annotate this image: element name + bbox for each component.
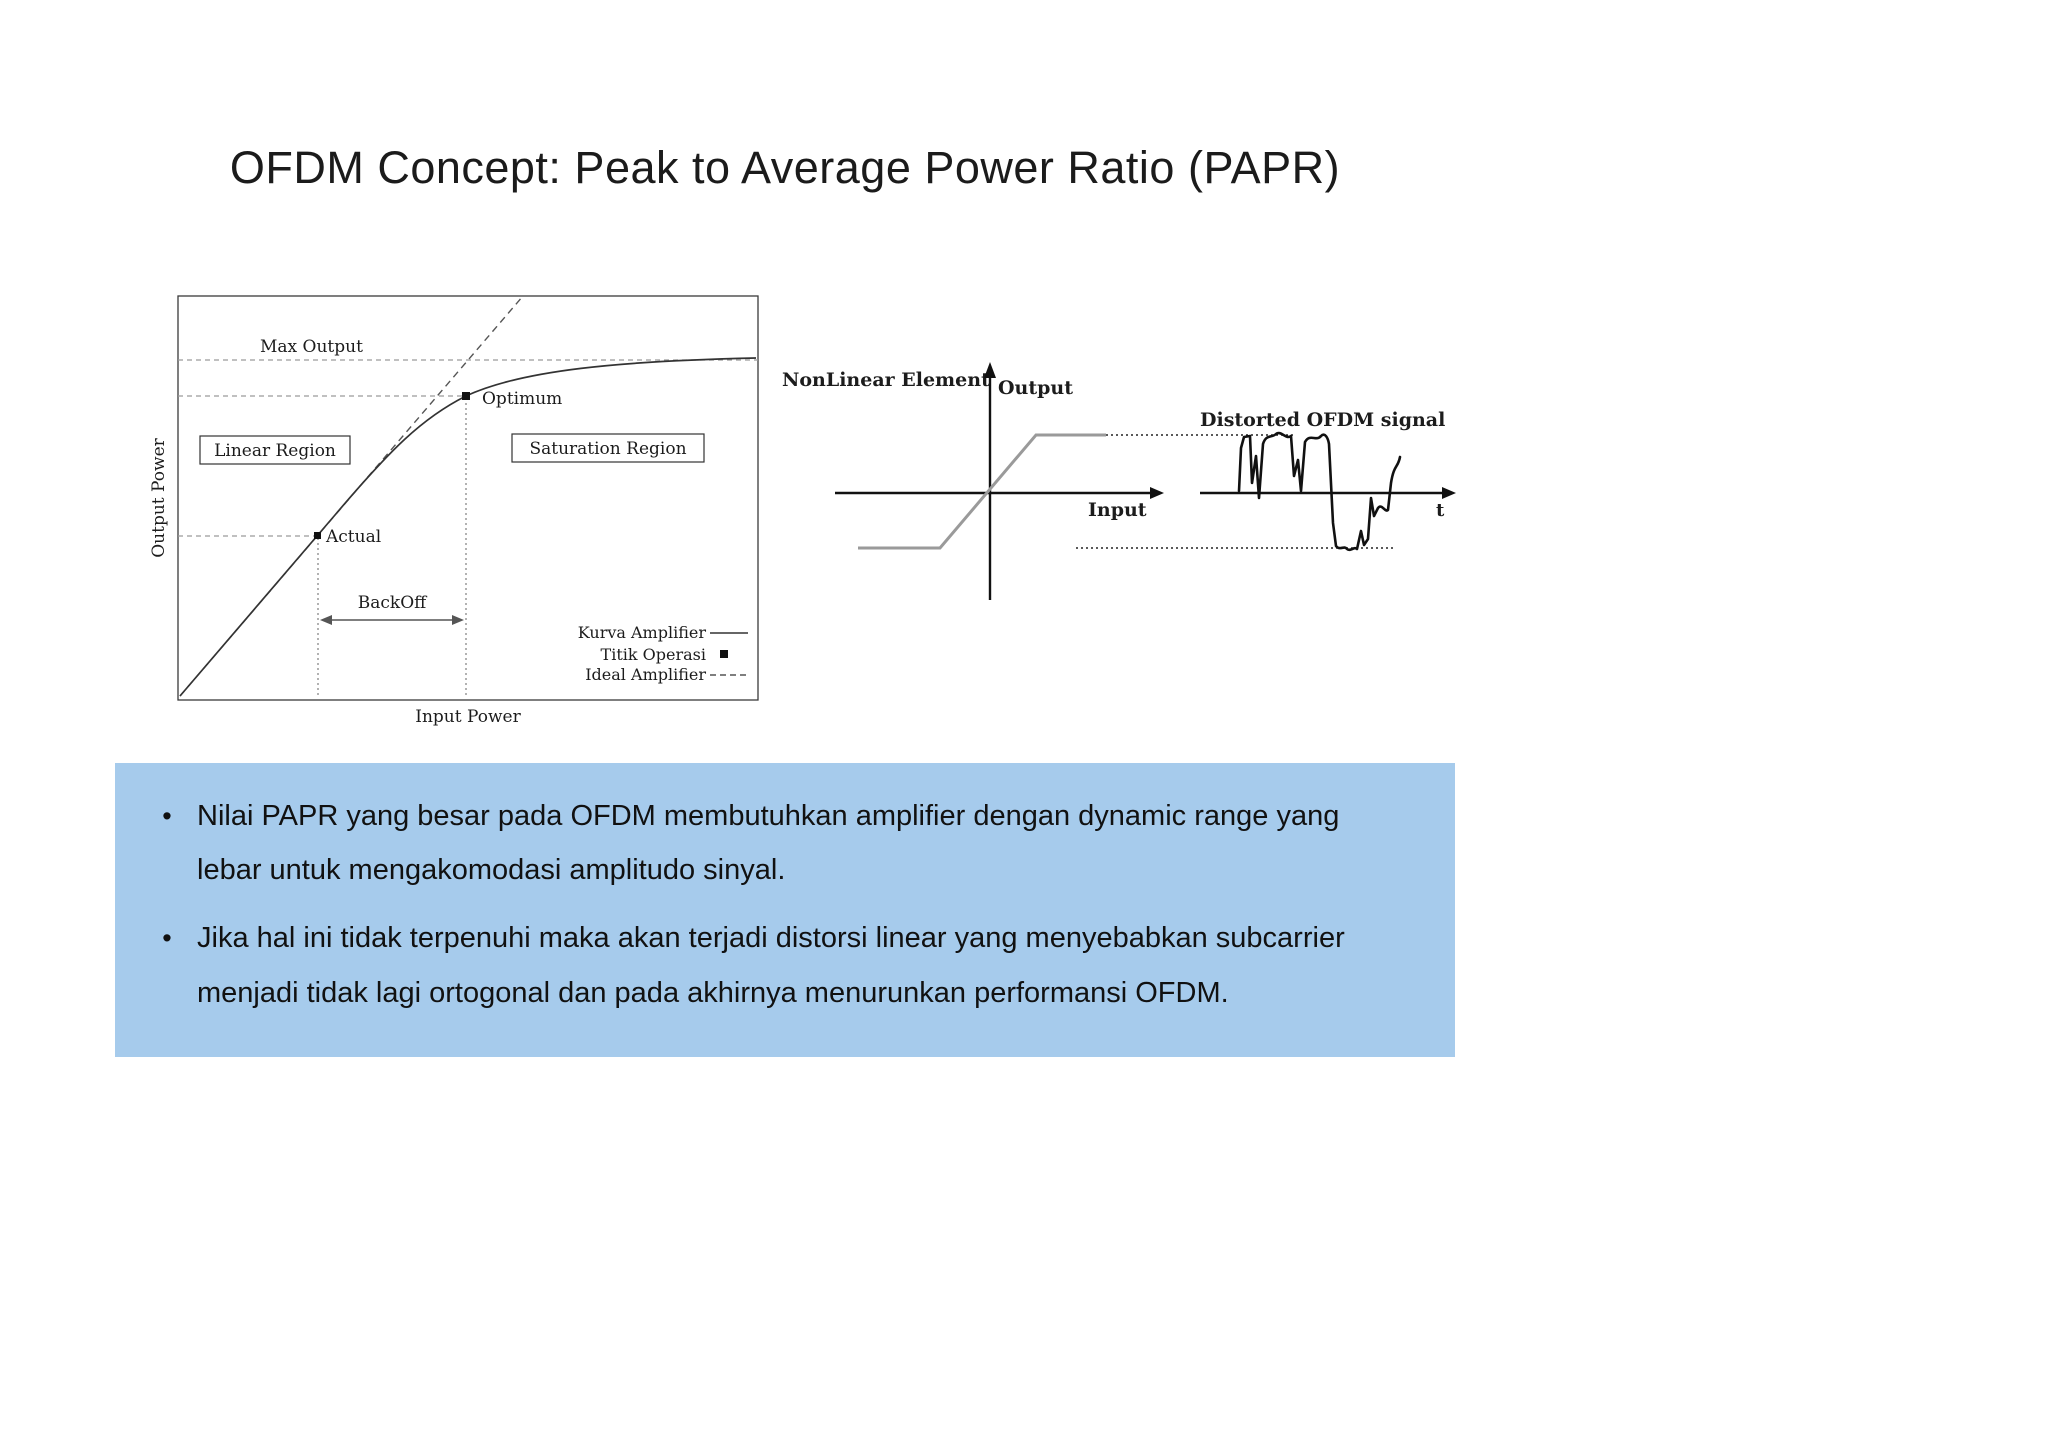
y-axis-label: Output Power	[150, 437, 169, 557]
actual-label: Actual	[325, 527, 381, 547]
amplifier-curve-figure: Max Output Optimum Actual Linear Region …	[150, 295, 759, 727]
legend-curve-label: Kurva Amplifier	[578, 623, 707, 642]
time-axis-arrowhead	[1442, 487, 1456, 499]
linear-region-box	[199, 435, 351, 465]
legend-point-label: Titik Operasi	[601, 645, 706, 664]
saturation-region-label: Saturation Region	[529, 439, 686, 459]
note-text: Nilai PAPR yang besar pada OFDM membutuh…	[197, 800, 1340, 887]
nonlinear-title: NonLinear Element	[782, 369, 990, 391]
note-item: • Jika hal ini tidak terpenuhi maka akan…	[137, 911, 1411, 1019]
page-title: OFDM Concept: Peak to Average Power Rati…	[229, 142, 1341, 193]
note-text: Jika hal ini tidak terpenuhi maka akan t…	[197, 922, 1345, 1009]
backoff-label: BackOff	[358, 593, 428, 613]
nonlinear-transfer-curve	[858, 433, 1106, 550]
time-label: t	[1436, 500, 1445, 521]
bullet-marker: •	[162, 801, 172, 831]
distorted-signal-label: Distorted OFDM signal	[1200, 409, 1445, 431]
optimum-label: Optimum	[482, 389, 562, 409]
distorted-ofdm-waveform	[1237, 431, 1402, 552]
notes-panel: • Nilai PAPR yang besar pada OFDM membut…	[115, 763, 1455, 1057]
input-axis-arrowhead	[1150, 487, 1164, 499]
x-axis-label: Input Power	[415, 707, 521, 727]
backoff-arrowhead-right	[452, 615, 464, 625]
backoff-arrowhead-left	[320, 615, 332, 625]
saturation-region-box	[511, 433, 705, 463]
nonlinear-element-figure: NonLinear Element Output Input Distorted…	[782, 362, 1456, 600]
input-label: Input	[1088, 499, 1147, 521]
output-axis-arrowhead	[984, 362, 996, 378]
linear-region-label: Linear Region	[214, 441, 336, 461]
max-output-label: Max Output	[260, 337, 363, 357]
output-label: Output	[998, 377, 1073, 399]
plot-frame	[177, 295, 759, 701]
legend-ideal-label: Ideal Amplifier	[585, 665, 706, 684]
amplifier-curve	[179, 357, 757, 697]
optimum-point-marker	[462, 392, 470, 400]
legend-point-swatch	[720, 650, 728, 658]
note-item: • Nilai PAPR yang besar pada OFDM membut…	[137, 789, 1411, 897]
bullet-marker: •	[162, 923, 172, 954]
actual-point-marker	[314, 532, 321, 539]
